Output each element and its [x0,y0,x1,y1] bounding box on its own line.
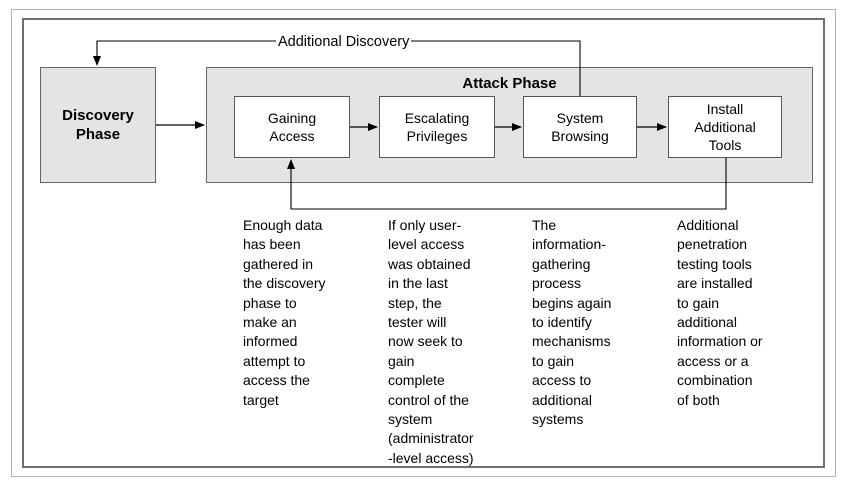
description-gaining-access: Enough data has been gathered in the dis… [243,217,326,408]
step-gaining-access: Gaining Access [234,96,350,158]
discovery-phase-box: Discovery Phase [40,67,156,183]
attack-phase-title: Attack Phase [462,75,557,92]
description-escalating-privileges: If only user- level access was obtained … [388,217,474,466]
step-escalating-privileges: Escalating Privileges [379,96,495,158]
description-install-tools: Additional penetration testing tools are… [677,217,763,408]
step-install-additional-tools: Install Additional Tools [668,96,782,158]
loop-tools-to-access [287,158,727,210]
description-system-browsing: The information- gathering process begin… [532,217,612,428]
step-system-browsing: System Browsing [523,96,637,158]
inner-frame [22,18,825,468]
additional-discovery-label: Additional Discovery [276,33,412,51]
